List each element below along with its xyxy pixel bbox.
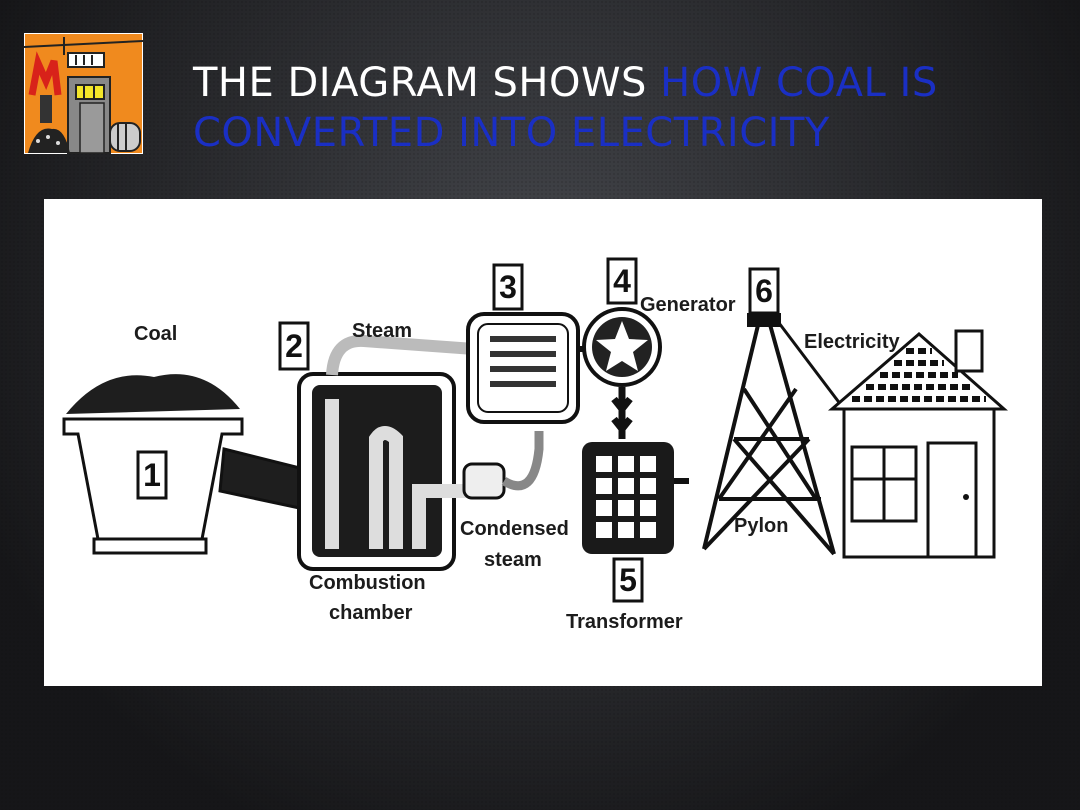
label-combustion: Combustion — [309, 572, 426, 594]
step-1-number: 1 — [143, 457, 161, 493]
title-blue-part: HOW COAL IS CONVERTED INTO ELECTRICITY — [193, 60, 938, 156]
label-steam: Steam — [352, 320, 412, 342]
generator — [582, 307, 662, 439]
combustion-chamber — [297, 334, 544, 571]
coal-to-electricity-diagram: 1 2 3 4 5 6 Coal Steam Generator Electri… — [44, 199, 1042, 686]
label-condensed: Condensed — [460, 518, 569, 540]
step-2-number: 2 — [285, 328, 303, 364]
house — [827, 329, 1008, 559]
step-3-number: 3 — [499, 269, 517, 305]
slide-title: THE DIAGRAM SHOWS HOW COAL IS CONVERTED … — [193, 58, 1053, 158]
transformer — [582, 442, 689, 554]
title-white-part: THE DIAGRAM SHOWS — [193, 60, 661, 106]
step-6-number: 6 — [755, 273, 773, 309]
power-plant-logo — [23, 32, 144, 155]
label-electricity: Electricity — [804, 331, 900, 353]
label-chamber: chamber — [329, 602, 413, 624]
step-numbers: 1 2 3 4 5 6 — [136, 257, 780, 603]
step-5-number: 5 — [619, 562, 637, 598]
pylon — [702, 313, 846, 556]
label-condensed-steam: steam — [484, 549, 542, 571]
diagram-labels: Coal Steam Generator Electricity Condens… — [134, 294, 900, 633]
step-4-number: 4 — [613, 263, 631, 299]
label-transformer: Transformer — [566, 611, 683, 633]
turbine — [466, 312, 600, 424]
power-plant-icon — [23, 32, 144, 155]
coal-hopper — [62, 374, 306, 555]
label-generator: Generator — [640, 294, 736, 316]
label-coal: Coal — [134, 323, 177, 345]
label-pylon: Pylon — [734, 515, 788, 537]
